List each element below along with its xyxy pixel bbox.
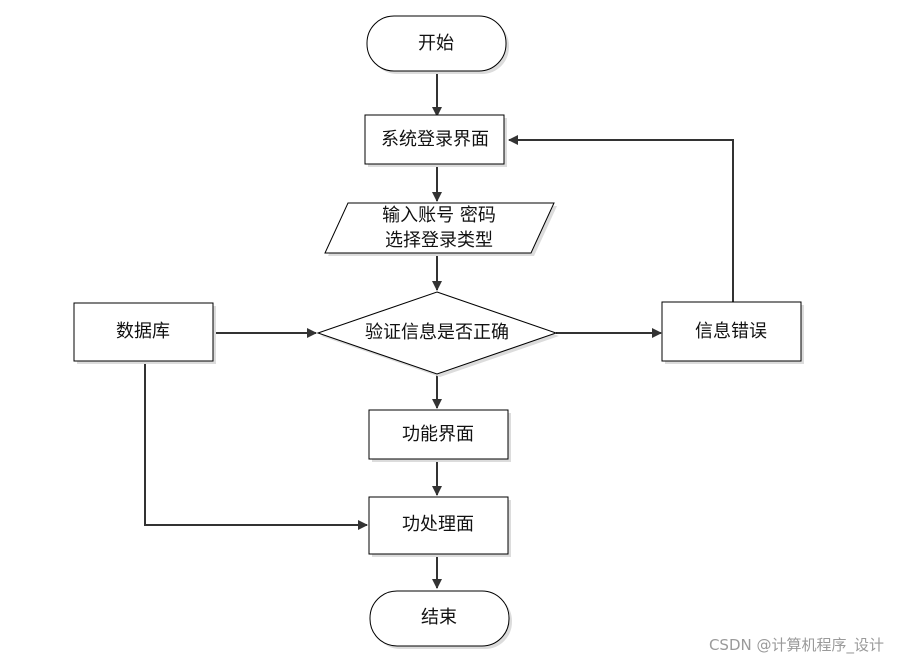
watermark-text: CSDN @计算机程序_设计 [708, 636, 884, 654]
login-screen-label: 系统登录界面 [381, 129, 489, 150]
start-label: 开始 [418, 33, 454, 54]
database-box: 数据库 [73, 302, 216, 364]
error-label: 信息错误 [695, 321, 767, 342]
verify-decision-diamond: 验证信息是否正确 [316, 291, 559, 377]
login-screen-box: 系统登录界面 [364, 114, 507, 167]
process-screen-box: 功处理面 [368, 496, 511, 557]
process-screen-label: 功处理面 [402, 514, 474, 535]
function-screen-box: 功能界面 [368, 409, 511, 462]
edge-error-to-login [508, 135, 734, 302]
end-terminator: 结束 [369, 590, 512, 649]
edge-database-to-process [144, 362, 368, 530]
input-label-line1: 输入账号 密码 [382, 205, 496, 226]
input-parallelogram: 输入账号 密码 选择登录类型 [324, 202, 557, 256]
function-screen-label: 功能界面 [402, 424, 474, 445]
error-box: 信息错误 [661, 301, 804, 364]
database-label: 数据库 [116, 321, 170, 342]
verify-label: 验证信息是否正确 [365, 322, 509, 343]
start-terminator: 开始 [366, 15, 509, 74]
input-label-line2: 选择登录类型 [385, 230, 493, 251]
end-label: 结束 [421, 607, 457, 628]
